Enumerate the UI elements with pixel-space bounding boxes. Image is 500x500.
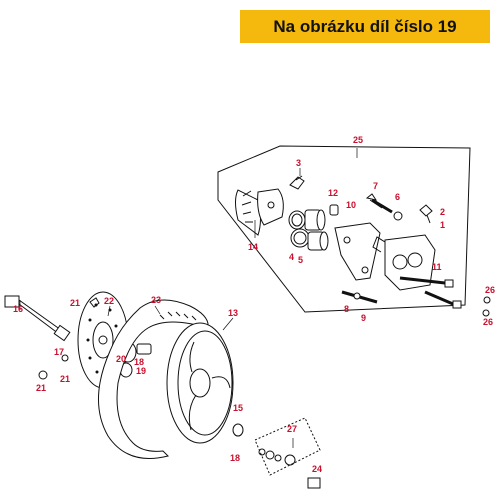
- callout-2: 2: [440, 207, 445, 217]
- slide-pin: [341, 290, 378, 304]
- bearing-kit-27: [254, 417, 321, 476]
- callout-18-top: 18: [134, 357, 144, 367]
- caliper-body: [372, 234, 436, 291]
- callout-18-bottom: 18: [230, 453, 240, 463]
- tire: [98, 299, 209, 459]
- callout-26-bottom: 26: [483, 317, 493, 327]
- callout-21-bottom: 21: [36, 383, 46, 393]
- callout-27: 27: [287, 424, 297, 434]
- brake-pads: [235, 188, 284, 236]
- caliper-assembly-outline: [217, 145, 471, 313]
- caliper-bolts-top: [329, 193, 393, 216]
- wheel-rim: [166, 322, 244, 444]
- callout-23: 23: [151, 295, 161, 305]
- callout-9: 9: [361, 313, 366, 323]
- callout-5: 5: [298, 255, 303, 265]
- axle-nut: [307, 477, 321, 489]
- callout-1: 1: [440, 220, 445, 230]
- callout-17: 17: [54, 347, 64, 357]
- callout-16: 16: [13, 304, 23, 314]
- callout-21-top: 21: [70, 298, 80, 308]
- callout-13: 13: [228, 308, 238, 318]
- callout-15: 15: [233, 403, 243, 413]
- pistons: [304, 209, 329, 251]
- callout-3: 3: [296, 158, 301, 168]
- callout-24: 24: [312, 464, 322, 474]
- callout-21-mid: 21: [60, 374, 70, 384]
- caliper-bracket: [334, 222, 381, 281]
- callout-12: 12: [328, 188, 338, 198]
- callout-8: 8: [344, 304, 349, 314]
- bleeder-screw: [393, 204, 433, 224]
- caliper-long-bolts: [399, 276, 462, 309]
- callout-19: 19: [136, 366, 146, 376]
- callout-6: 6: [395, 192, 400, 202]
- callout-20: 20: [116, 354, 126, 364]
- callouts: 25 3 12 7 6 2 1 10 14 4 5 11 8 9 26 26 2…: [13, 135, 495, 474]
- wheel-axle: [4, 295, 71, 342]
- pad-spring: [289, 175, 305, 190]
- leader-lines: [19, 148, 358, 448]
- callout-11: 11: [432, 262, 442, 272]
- part-number-banner: Na obrázku díl číslo 19: [240, 10, 490, 43]
- callout-26-top: 26: [485, 285, 495, 295]
- callout-25: 25: [353, 135, 363, 145]
- callout-14: 14: [248, 242, 258, 252]
- callout-10: 10: [346, 200, 356, 210]
- banner-text: Na obrázku díl číslo 19: [273, 16, 457, 36]
- callout-7: 7: [373, 181, 378, 191]
- washers-26: [482, 296, 491, 317]
- callout-4: 4: [289, 252, 294, 262]
- callout-22: 22: [104, 296, 114, 306]
